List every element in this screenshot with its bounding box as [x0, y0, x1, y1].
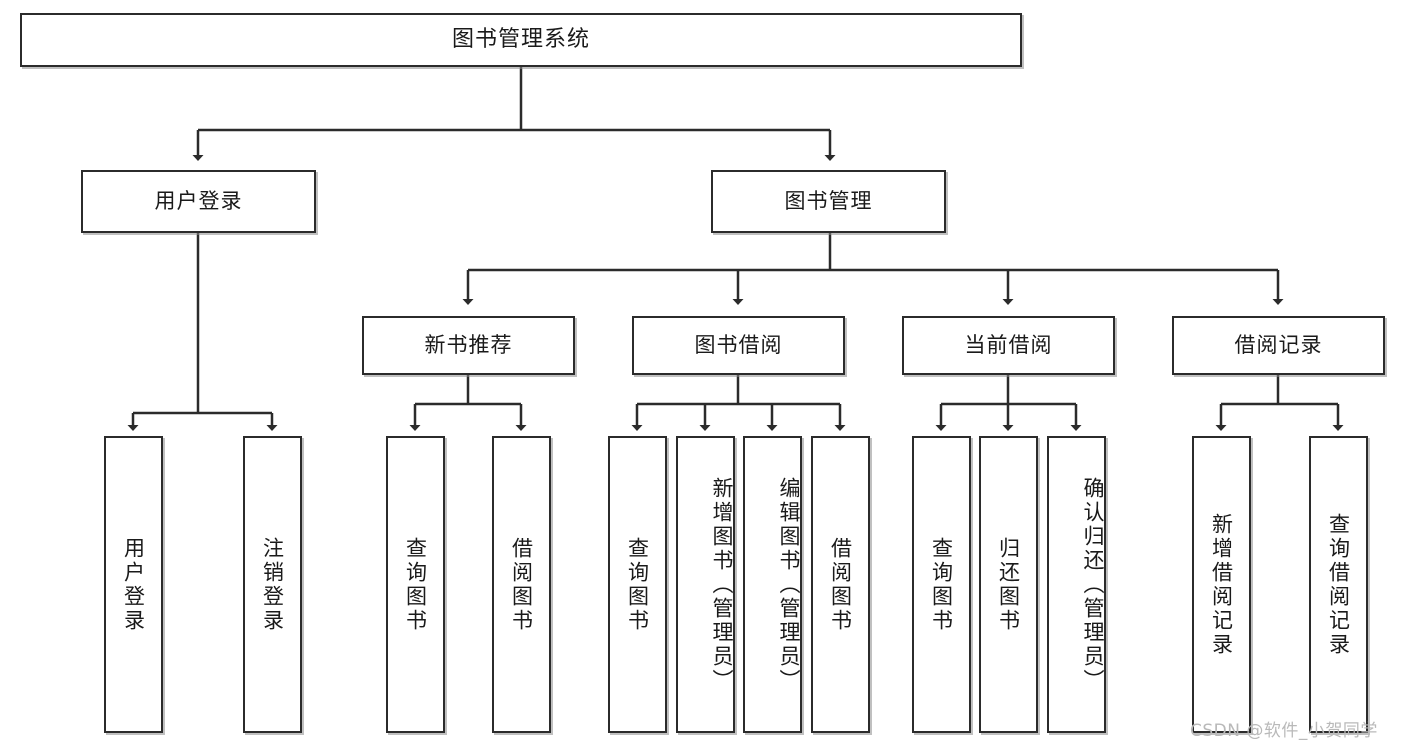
node-book-management[interactable]: 图书管理 [711, 170, 946, 233]
leaf-user-login-logout[interactable]: 注销登录 [243, 436, 302, 733]
leaf-new-book-query[interactable]: 查询图书 [386, 436, 445, 733]
node-label: 图书借阅 [694, 332, 783, 357]
node-label: 新书推荐 [424, 332, 513, 357]
node-label: 新增借阅记录 [1209, 512, 1234, 657]
leaf-borrow-record-query[interactable]: 查询借阅记录 [1309, 436, 1368, 733]
leaf-user-login-do-login[interactable]: 用户登录 [104, 436, 163, 733]
node-book-borrow[interactable]: 图书借阅 [632, 316, 845, 375]
node-label: 新增图书（管理员） [710, 476, 734, 693]
node-label: 编辑图书（管理员） [777, 476, 801, 693]
leaf-book-borrow-add-admin[interactable]: 新增图书（管理员） [676, 436, 735, 733]
node-current-borrow[interactable]: 当前借阅 [902, 316, 1115, 375]
node-label: 用户登录 [154, 188, 243, 213]
node-label: 归还图书 [996, 536, 1021, 633]
leaf-borrow-record-add[interactable]: 新增借阅记录 [1192, 436, 1251, 733]
leaf-current-borrow-query[interactable]: 查询图书 [912, 436, 971, 733]
node-label: 借阅图书 [828, 536, 853, 633]
csdn-watermark: CSDN @软件_小贺同学 [1190, 721, 1378, 741]
node-borrow-records[interactable]: 借阅记录 [1172, 316, 1385, 375]
leaf-book-borrow-borrow[interactable]: 借阅图书 [811, 436, 870, 733]
node-label: 确认归还（管理员） [1081, 476, 1105, 693]
node-label: 查询图书 [403, 536, 428, 633]
node-label: 查询图书 [625, 536, 650, 633]
node-label: 注销登录 [260, 536, 285, 633]
node-label: 图书管理 [784, 188, 873, 213]
node-label: 图书管理系统 [451, 26, 590, 52]
node-root-system[interactable]: 图书管理系统 [20, 13, 1022, 67]
node-label: 借阅图书 [509, 536, 534, 633]
leaf-new-book-borrow[interactable]: 借阅图书 [492, 436, 551, 733]
node-label: 查询借阅记录 [1326, 512, 1351, 657]
leaf-book-borrow-edit-admin[interactable]: 编辑图书（管理员） [743, 436, 802, 733]
node-label: 用户登录 [121, 536, 146, 633]
node-label: 查询图书 [929, 536, 954, 633]
node-new-book-recommend[interactable]: 新书推荐 [362, 316, 575, 375]
leaf-current-borrow-return[interactable]: 归还图书 [979, 436, 1038, 733]
leaf-book-borrow-query[interactable]: 查询图书 [608, 436, 667, 733]
node-user-login[interactable]: 用户登录 [81, 170, 316, 233]
leaf-current-borrow-confirm-admin[interactable]: 确认归还（管理员） [1047, 436, 1106, 733]
node-label: 借阅记录 [1234, 332, 1323, 357]
node-label: 当前借阅 [964, 332, 1053, 357]
